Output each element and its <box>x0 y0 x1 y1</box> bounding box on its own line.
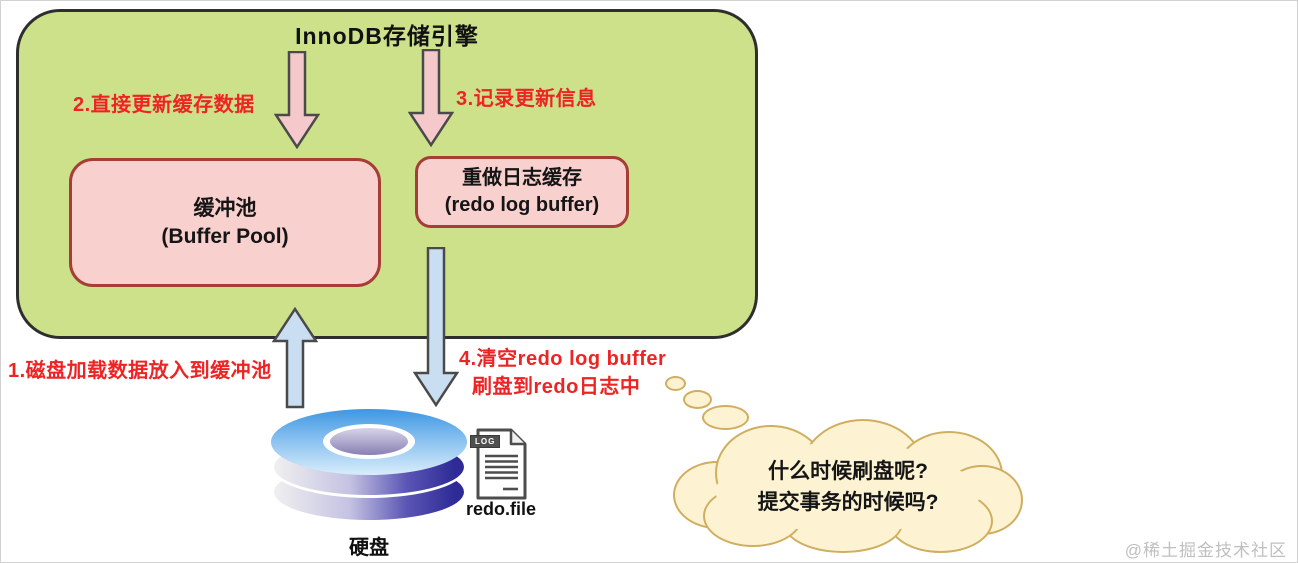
blue-up-arrow-step1-icon <box>272 307 318 409</box>
step1-label: 1.磁盘加载数据放入到缓冲池 <box>8 360 272 382</box>
step4-label: 4.清空redo log buffer 刷盘到redo日志中 <box>459 345 666 401</box>
step4-line2: 刷盘到redo日志中 <box>472 376 641 398</box>
watermark: @稀土掘金技术社区 <box>1124 541 1287 560</box>
thought-line1: 什么时候刷盘呢? <box>768 460 928 483</box>
hard-disk-icon <box>271 409 467 525</box>
buffer-pool-name-en: (Buffer Pool) <box>161 224 289 248</box>
buffer-pool-name-cn: 缓冲池 <box>193 196 257 220</box>
step2-label: 2.直接更新缓存数据 <box>73 94 255 116</box>
thought-cloud-text: 什么时候刷盘呢? 提交事务的时候吗? <box>673 419 1023 555</box>
buffer-pool-box: 缓冲池 (Buffer Pool) <box>69 158 381 287</box>
redo-log-buffer-box: 重做日志缓存 (redo log buffer) <box>415 156 629 228</box>
thought-trail-bubble-small <box>665 376 686 391</box>
step3-label: 3.记录更新信息 <box>456 88 597 110</box>
step4-line1: 4.清空redo log buffer <box>459 348 667 370</box>
engine-title: InnoDB存储引擎 <box>295 23 479 49</box>
redo-buffer-name-en: (redo log buffer) <box>444 194 600 216</box>
cloud-fill <box>743 441 955 535</box>
disk-label: 硬盘 <box>349 537 389 559</box>
thought-trail-bubble-medium <box>683 390 712 409</box>
redo-buffer-name-cn: 重做日志缓存 <box>462 167 582 189</box>
log-badge: LOG <box>470 435 501 448</box>
disk-hole <box>330 428 408 455</box>
pink-down-arrow-step3-icon <box>408 49 454 147</box>
pink-down-arrow-step2-icon <box>274 51 320 149</box>
thought-line2: 提交事务的时候吗? <box>757 491 939 514</box>
redo-file-icon: LOG <box>470 428 529 500</box>
thought-trail-bubble-large <box>702 405 749 430</box>
redo-file-label: redo.file <box>465 499 536 519</box>
blue-down-arrow-step4-icon <box>413 247 459 407</box>
thought-cloud: 什么时候刷盘呢? 提交事务的时候吗? <box>673 419 1023 555</box>
